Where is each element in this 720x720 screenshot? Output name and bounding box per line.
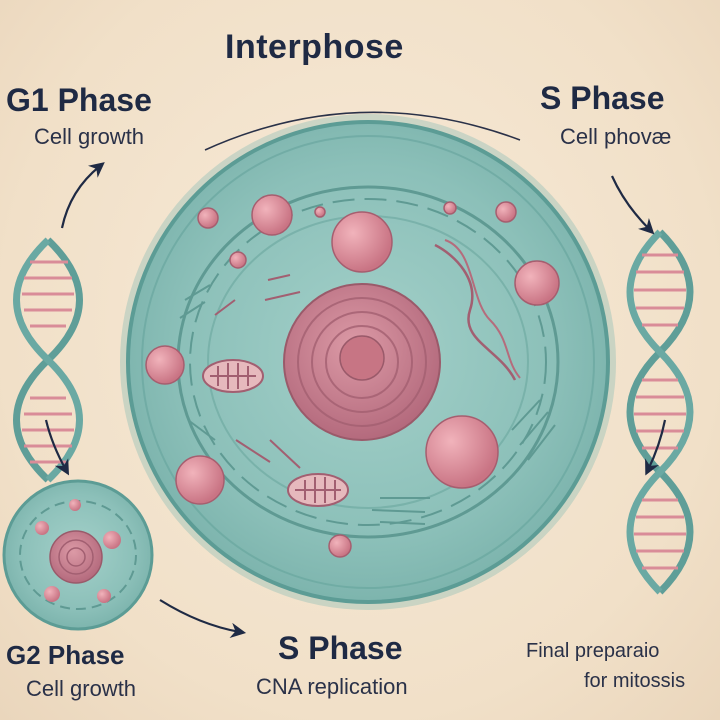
diagram-title: Interphose xyxy=(225,28,404,66)
organelles xyxy=(145,194,560,558)
g2-phase-caption: Cell growth xyxy=(26,676,137,701)
final-prep-line2: for mitossis xyxy=(584,670,686,692)
dna-helix-icon xyxy=(13,237,83,483)
s-phase-top-heading: S Phase xyxy=(540,80,665,116)
final-prep-line1: Final preparaio xyxy=(526,640,660,662)
s-phase-bottom-heading: S Phase xyxy=(278,630,403,666)
s-phase-bottom-caption: CNA replication xyxy=(256,674,408,699)
g2-phase-heading: G2 Phase xyxy=(6,640,125,670)
nucleus-icon xyxy=(283,283,441,441)
g1-phase-heading: G1 Phase xyxy=(6,82,152,118)
er-details xyxy=(179,284,556,525)
dna-helix-right-icon xyxy=(626,229,694,595)
mitochondria xyxy=(202,239,521,507)
cycle-arrow-icon xyxy=(44,162,667,638)
cycle-arc xyxy=(204,111,521,151)
g1-phase-caption: Cell growth xyxy=(34,124,145,149)
s-phase-top-caption: Cell phovæ xyxy=(560,124,672,149)
cell-icon xyxy=(2,479,154,631)
